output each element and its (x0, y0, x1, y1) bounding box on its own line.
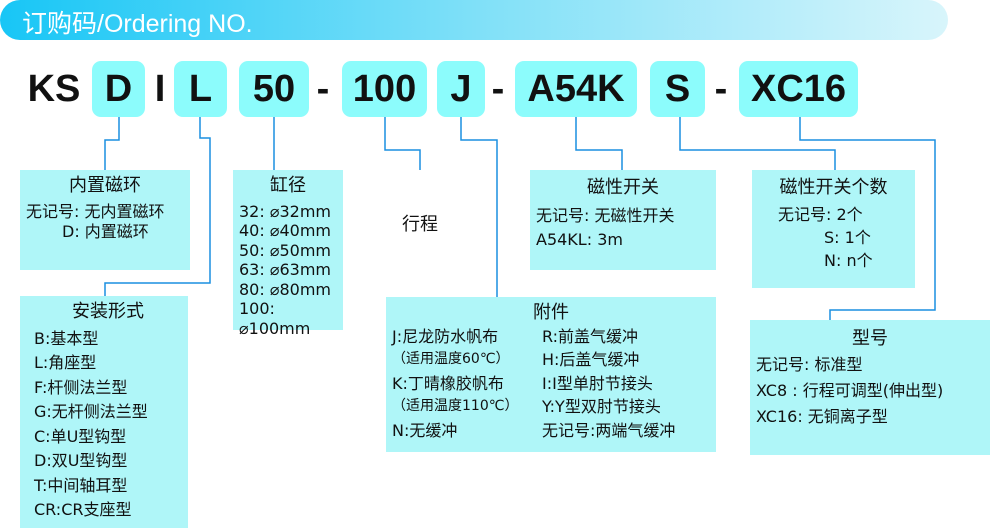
mount-item: B:基本型 (34, 328, 99, 348)
stroke-label: 行程 (402, 214, 438, 235)
accessory-item: H:后盖气缓冲 (542, 350, 640, 369)
code-bore: 50 (239, 61, 309, 117)
magnet-box: 内置磁环 无记号: 无内置磁环 D: 内置磁环 (20, 170, 190, 270)
mount-item: G:无杆侧法兰型 (34, 402, 148, 421)
code-switch: A54K (515, 61, 637, 117)
dash: - (316, 68, 330, 110)
magnet-item: 无记号: 无内置磁环 (26, 202, 165, 221)
switch-count-item: 无记号: 2个 (778, 205, 863, 224)
bore-box: 缸径 32: ⌀32mm 40: ⌀40mm 50: ⌀50mm 63: ⌀63… (233, 170, 343, 338)
switch-count-item: N: n个 (824, 251, 873, 270)
bore-title: 缸径 (270, 175, 306, 196)
dash: - (491, 68, 505, 110)
switch-item: A54KL: 3m (536, 230, 623, 249)
title: 订购码/Ordering NO. (22, 10, 253, 38)
accessory-item: K:丁晴橡胶帆布 (392, 373, 504, 393)
mount-item: D:双U型钩型 (34, 451, 128, 470)
code-model: XC16 (739, 61, 858, 117)
bore-item: 63: ⌀63mm (239, 260, 331, 279)
bore-item: 80: ⌀80mm (239, 279, 331, 299)
code-magnet: D (92, 61, 145, 117)
code-stroke: 100 (342, 61, 427, 117)
mount-item: T:中间轴耳型 (34, 475, 128, 495)
model-title: 型号 (852, 328, 888, 349)
switch-title: 磁性开关 (587, 177, 659, 198)
model-item: XC16: 无铜离子型 (756, 407, 888, 426)
accessory-note: （适用温度60℃） (392, 351, 510, 367)
magnet-title: 内置磁环 (69, 175, 141, 196)
model-item: 无记号: 标准型 (756, 355, 863, 374)
model-box: 型号 无记号: 标准型 XC8 : 行程可调型(伸出型) XC16: 无铜离子型 (750, 320, 990, 455)
bore-item: 100: ⌀100mm (239, 299, 311, 338)
switch-item: 无记号: 无磁性开关 (536, 206, 675, 225)
accessory-item: 无记号:两端气缓冲 (542, 420, 676, 440)
code-accessory: J (437, 61, 485, 117)
accessory-item: Y:Y型双肘节接头 (542, 397, 661, 416)
title-bar: 订购码/Ordering NO. (0, 0, 948, 40)
switch-box: 磁性开关 无记号: 无磁性开关 A54KL: 3m (530, 170, 716, 270)
bore-item: 50: ⌀50mm (239, 240, 331, 260)
dash: - (714, 68, 728, 110)
bore-item: 32: ⌀32mm (239, 201, 331, 221)
code-switch-count: S (650, 61, 705, 117)
accessory-note: （适用温度110℃） (392, 398, 519, 414)
mount-box: 安装形式 B:基本型 L:角座型 F:杆侧法兰型 G:无杆侧法兰型 C:单U型钩… (20, 296, 188, 528)
accessory-item: R:前盖气缓冲 (542, 326, 639, 346)
mount-item: L:角座型 (34, 353, 97, 372)
accessory-title: 附件 (533, 302, 569, 323)
accessory-box: 附件 J:尼龙防水帆布 （适用温度60℃） K:丁晴橡胶帆布 （适用温度110℃… (386, 297, 716, 452)
code-prefix: KS (27, 68, 81, 110)
code-mount: L (174, 61, 227, 117)
accessory-item: N:无缓冲 (392, 420, 458, 440)
mount-title: 安装形式 (72, 301, 144, 322)
switch-count-box: 磁性开关个数 无记号: 2个 S: 1个 N: n个 (752, 170, 915, 288)
mount-item: C:单U型钩型 (34, 426, 127, 446)
code-i: I (154, 68, 166, 110)
accessory-item: I:I型单肘节接头 (542, 373, 653, 393)
mount-item: F:杆侧法兰型 (34, 377, 128, 397)
model-item: XC8 : 行程可调型(伸出型) (756, 381, 944, 400)
accessory-item: J:尼龙防水帆布 (392, 326, 499, 346)
mount-item: CR:CR支座型 (34, 500, 132, 519)
switch-count-title: 磁性开关个数 (779, 177, 888, 198)
magnet-item: D: 内置磁环 (62, 222, 149, 241)
switch-count-item: S: 1个 (824, 228, 871, 247)
bore-item: 40: ⌀40mm (239, 221, 331, 240)
